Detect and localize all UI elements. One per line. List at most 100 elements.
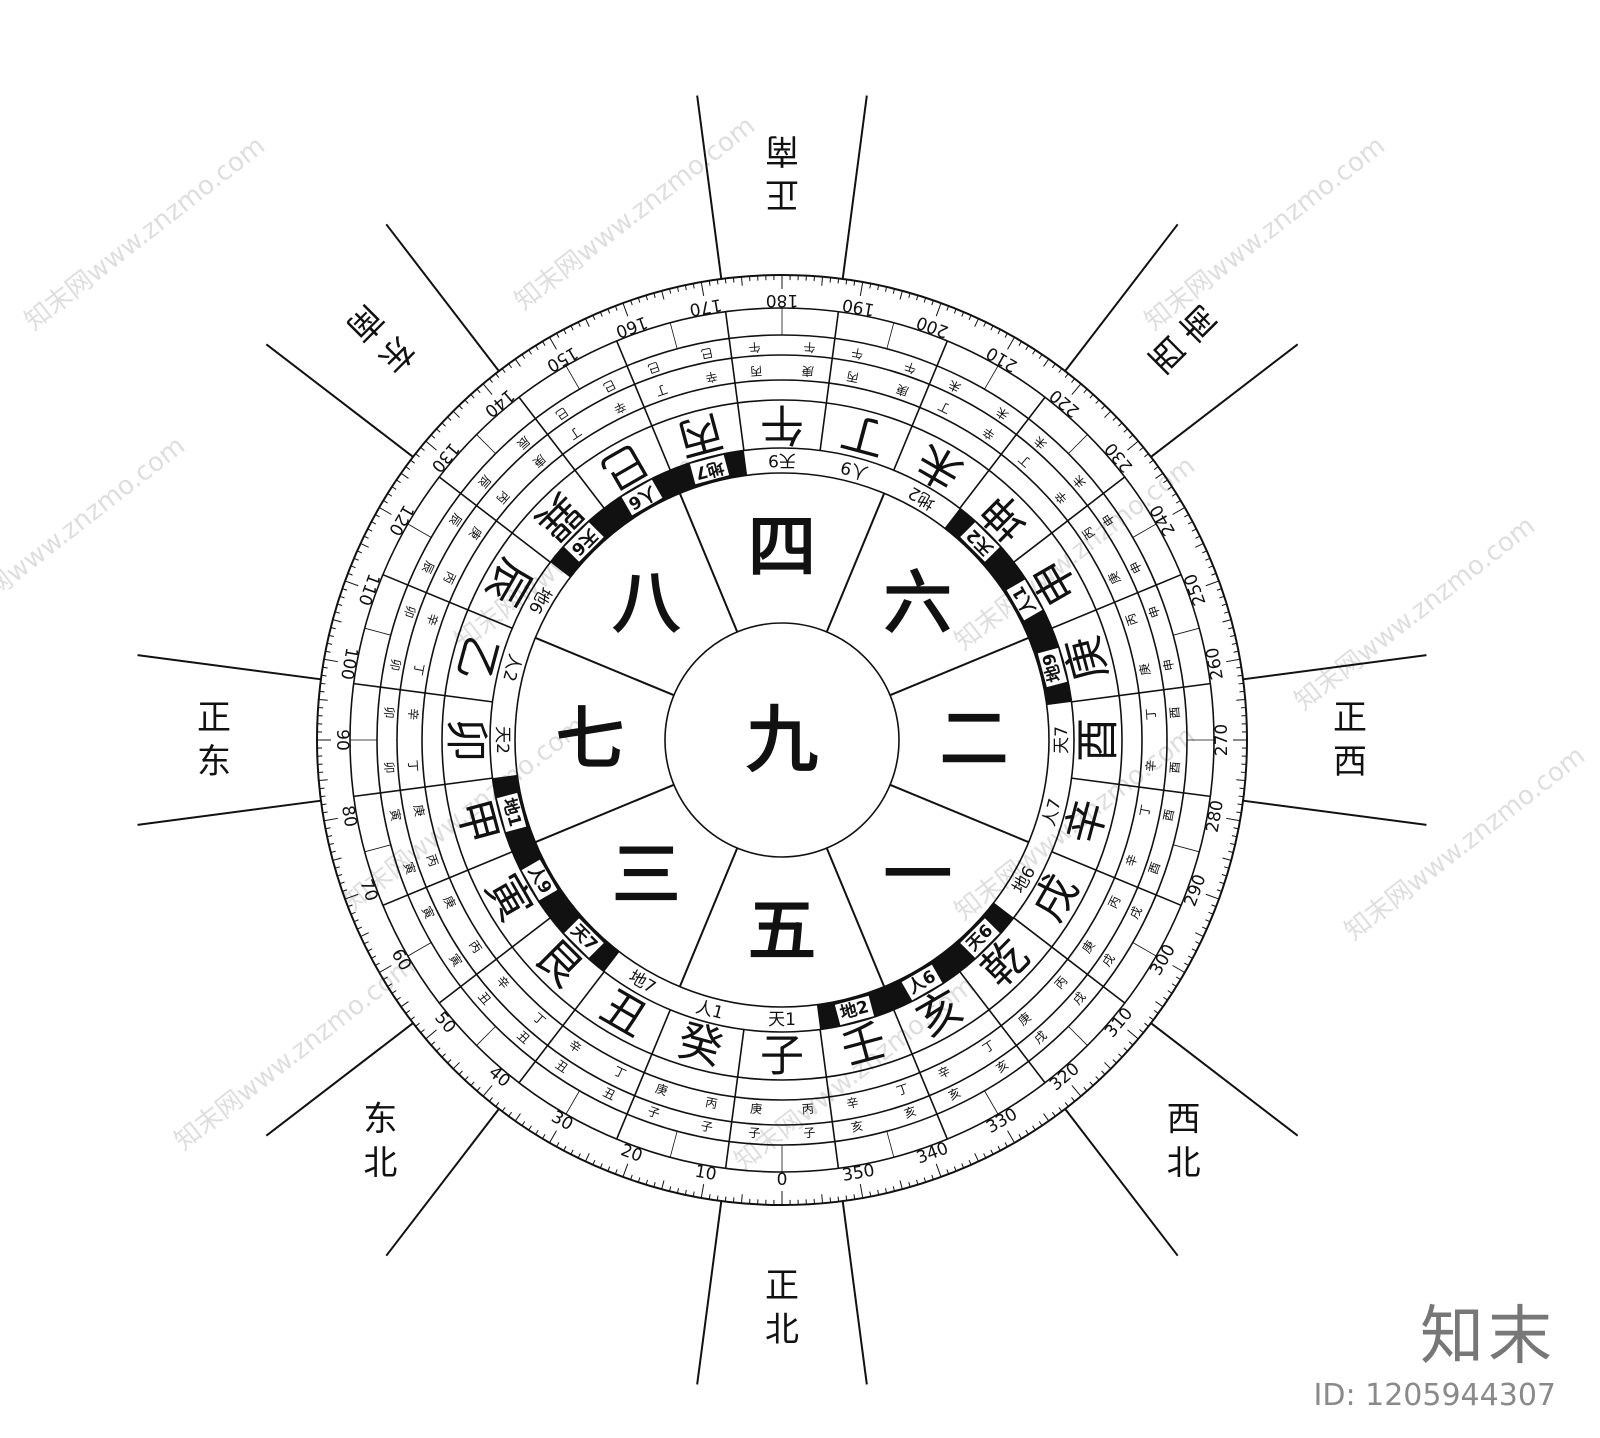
direction-ray bbox=[265, 1022, 414, 1137]
degree-tick bbox=[482, 383, 493, 395]
degree-tick bbox=[563, 1145, 567, 1151]
degree-label: 320 bbox=[1046, 1059, 1084, 1095]
fenjin-label-bottom: 酉 bbox=[1168, 706, 1183, 719]
fenjin-label-bottom: 亥 bbox=[902, 1104, 918, 1121]
degree-tick bbox=[339, 881, 345, 885]
degree-tick bbox=[1071, 1097, 1076, 1102]
degree-tick bbox=[853, 1194, 856, 1200]
degree-tick bbox=[968, 314, 972, 320]
degree-label: 330 bbox=[983, 1104, 1021, 1138]
degree-tick bbox=[1172, 507, 1185, 515]
fenjin-label-bottom: 巳 bbox=[700, 345, 714, 361]
fenjin-divider bbox=[1132, 942, 1157, 957]
degree-tick bbox=[1184, 962, 1189, 966]
direction-label-char: 东 bbox=[197, 742, 231, 782]
fenjin-divider bbox=[1173, 844, 1200, 853]
degree-tick bbox=[447, 416, 452, 421]
degree-tick bbox=[501, 368, 506, 373]
direction-label-char: 南 bbox=[765, 130, 799, 170]
degree-tick bbox=[653, 1182, 656, 1188]
fenjin-label-bottom: 戌 bbox=[1127, 904, 1145, 921]
degree-tick bbox=[607, 308, 611, 314]
degree-tick bbox=[1118, 1053, 1123, 1058]
degree-tick bbox=[1239, 787, 1245, 790]
degree-tick bbox=[430, 434, 436, 439]
fenjin-label-top: 庚 bbox=[1105, 569, 1124, 586]
degree-tick bbox=[916, 1179, 919, 1185]
degree-tick bbox=[371, 955, 377, 959]
yuan-label-box bbox=[833, 994, 876, 1027]
degree-tick bbox=[482, 1085, 493, 1097]
fenjin-label-bottom: 丑 bbox=[601, 1085, 618, 1103]
fenjin-label-top: 辛 bbox=[494, 974, 512, 992]
degree-tick bbox=[332, 619, 342, 623]
degree-tick bbox=[716, 1195, 719, 1201]
degree-tick bbox=[1208, 565, 1214, 569]
degree-tick bbox=[391, 486, 397, 490]
degree-tick bbox=[375, 962, 380, 966]
degree-tick bbox=[1167, 990, 1173, 994]
degree-tick bbox=[320, 795, 326, 798]
degree-tick bbox=[923, 1177, 927, 1183]
degree-tick bbox=[367, 528, 373, 532]
fenjin-label-bottom: 寅 bbox=[419, 904, 438, 921]
fenjin-label-top: 丁 bbox=[1144, 708, 1159, 721]
degree-tick bbox=[1163, 996, 1168, 1001]
degree-tick bbox=[1064, 373, 1069, 378]
palace-divider bbox=[678, 847, 739, 988]
degree-tick bbox=[630, 300, 633, 306]
image-id-watermark: ID: 1205944307 bbox=[1313, 1378, 1556, 1413]
degree-tick bbox=[1195, 941, 1201, 945]
fenjin-label-bottom: 巳 bbox=[601, 377, 618, 395]
direction-label: 东南 bbox=[339, 297, 422, 380]
degree-tick bbox=[1237, 803, 1243, 806]
degree-tick bbox=[684, 285, 687, 291]
fenjin-divider bbox=[1068, 1026, 1088, 1046]
fenjin-label-bottom: 申 bbox=[1127, 559, 1145, 576]
degree-label: 220 bbox=[1046, 385, 1084, 421]
degree-tick bbox=[436, 428, 441, 433]
yuan-label-box bbox=[958, 520, 1002, 564]
degree-tick bbox=[1144, 1022, 1149, 1027]
fenjin-divider bbox=[565, 365, 580, 390]
fenjin-label-top: 辛 bbox=[1144, 759, 1159, 772]
fenjin-label-top: 丙 bbox=[1052, 974, 1070, 992]
ring bbox=[489, 447, 1075, 1033]
direction-label-char: 北 bbox=[363, 1144, 397, 1184]
degree-tick bbox=[337, 603, 343, 606]
mountain-divider bbox=[1051, 573, 1182, 629]
degree-tick bbox=[420, 1029, 425, 1034]
degree-tick bbox=[892, 288, 895, 294]
degree-tick bbox=[323, 658, 338, 663]
degree-tick bbox=[514, 1113, 521, 1122]
mountain-divider bbox=[518, 396, 605, 509]
degree-tick bbox=[1043, 358, 1050, 367]
degree-tick bbox=[821, 276, 824, 286]
degree-tick bbox=[1112, 1059, 1117, 1064]
degree-tick bbox=[556, 1142, 560, 1147]
degree-tick bbox=[1032, 1125, 1036, 1131]
fenjin-label-bottom: 酉 bbox=[1168, 761, 1183, 774]
mountain-divider bbox=[724, 1029, 745, 1169]
brand-watermark: 知末 bbox=[1420, 1300, 1556, 1374]
degree-tick bbox=[334, 866, 340, 869]
fenjin-divider bbox=[476, 434, 496, 454]
degree-tick bbox=[692, 283, 695, 289]
degree-tick bbox=[383, 976, 388, 980]
degree-tick bbox=[1236, 811, 1242, 814]
degree-tick bbox=[724, 278, 727, 284]
fenjin-label-bottom: 子 bbox=[646, 1104, 662, 1121]
direction-label: 西北 bbox=[1167, 1100, 1201, 1184]
mountain-label: 丁 bbox=[836, 404, 892, 465]
mountain-divider bbox=[518, 971, 605, 1084]
degree-tick bbox=[585, 1153, 590, 1162]
degree-tick bbox=[476, 388, 481, 394]
fenjin-label-top: 庚 bbox=[411, 803, 428, 818]
degree-label: 0 bbox=[777, 1170, 788, 1190]
palace-numeral: 六 bbox=[884, 565, 952, 644]
degree-label: 250 bbox=[1181, 571, 1211, 608]
mountain-divider bbox=[959, 396, 1046, 509]
degree-tick bbox=[528, 1125, 532, 1131]
degree-tick bbox=[877, 285, 880, 291]
